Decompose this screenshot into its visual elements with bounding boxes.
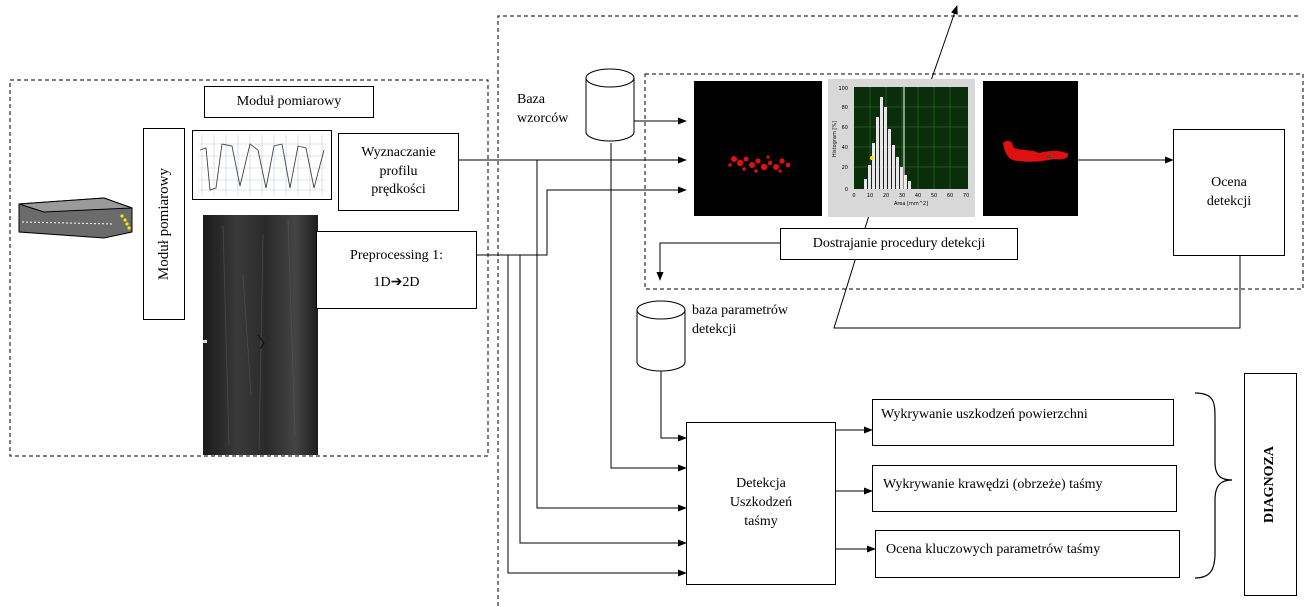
params-db-line1: baza parametrów <box>692 303 788 318</box>
hist-ytick-5: 0 <box>845 187 848 193</box>
params-db-label: baza parametrów detekcji <box>692 302 788 340</box>
hist-xtick-6: 60 <box>947 193 953 199</box>
velocity-profile-line3: prędkości <box>371 182 426 198</box>
damage-detection-line2: Uszkodzeń <box>729 495 793 511</box>
damage-detection-line3: taśmy <box>744 513 778 529</box>
velocity-profile-line2: profilu <box>379 163 418 179</box>
preprocessing-box: Preprocessing 1: 1D➔2D <box>316 231 477 309</box>
output-edge-detection-box: Wykrywanie krawędzi (obrzeże) taśmy <box>872 465 1177 512</box>
damage-detection-box: Detekcja Uszkodzeń taśmy <box>686 422 836 585</box>
velocity-profile-line1: Wyznaczanie <box>361 144 436 160</box>
tuning-label: Dostrajanie procedury detekcji <box>812 235 986 251</box>
hist-xlabel: Area [mm^2] <box>894 201 928 207</box>
pattern-db-line1: Baza <box>517 92 545 107</box>
output-surface-damage-label: Wykrywanie uszkodzeń powierzchni <box>881 407 1088 422</box>
pattern-db-icon <box>585 68 635 142</box>
sensor-device-icon <box>18 197 133 239</box>
measurement-module-label-box: Moduł pomiarowy <box>204 86 374 118</box>
hist-ytick-1: 80 <box>842 105 848 111</box>
hist-xtick-3: 30 <box>899 193 905 199</box>
hist-xtick-1: 10 <box>867 193 873 199</box>
preprocessing-line2: 1D➔2D <box>373 275 420 290</box>
hist-ytick-4: 20 <box>842 165 848 171</box>
diagnosis-label: DIAGNOZA <box>1262 445 1278 523</box>
pattern-db-line2: wzorców <box>517 110 569 126</box>
hist-ytick-3: 40 <box>842 145 848 151</box>
evaluation-box: Ocena detekcji <box>1173 129 1285 256</box>
brace-icon <box>1194 392 1233 579</box>
hist-xtick-0: 0 <box>852 193 855 199</box>
params-db-line2: detekcji <box>692 321 737 337</box>
hist-xtick-2: 20 <box>883 193 889 199</box>
params-db-icon <box>636 300 686 372</box>
hist-ytick-0: 100 <box>838 86 848 92</box>
defect-image-processed <box>983 81 1078 216</box>
signal-plot <box>192 130 332 200</box>
velocity-profile-box: Wyznaczanie profilu prędkości <box>338 133 459 211</box>
processing-frame <box>497 15 1300 606</box>
measurement-module-side-box: Moduł pomiarowy <box>143 128 185 320</box>
evaluation-line2: detekcji <box>1206 193 1252 209</box>
hist-ytick-2: 60 <box>842 125 848 131</box>
preprocessing-line1: Preprocessing 1: <box>350 248 443 264</box>
tuning-box: Dostrajanie procedury detekcji <box>780 228 1018 260</box>
hist-xtick-7: 70 <box>963 193 969 199</box>
measurement-module-title: Moduł pomiarowy <box>236 93 342 109</box>
measurement-frame <box>9 79 489 457</box>
output-parameters-label: Ocena kluczowych parametrów taśmy <box>886 542 1101 557</box>
defect-image-raw <box>694 81 822 216</box>
output-parameters-box: Ocena kluczowych parametrów taśmy <box>875 530 1180 578</box>
detection-frame <box>644 73 1304 290</box>
output-surface-damage-box: Wykrywanie uszkodzeń powierzchni <box>872 399 1174 446</box>
damage-detection-line1: Detekcja <box>736 476 786 492</box>
evaluation-line1: Ocena <box>1211 174 1247 190</box>
hist-ylabel: Histogram [%] <box>832 121 838 157</box>
histogram-panel: 100 80 60 40 20 0 0 10 20 30 40 50 60 70… <box>828 79 975 217</box>
diagnosis-box: DIAGNOZA <box>1244 373 1297 596</box>
belt-image <box>203 215 318 455</box>
measurement-module-side-label: Moduł pomiarowy <box>155 167 172 281</box>
hist-xtick-4: 40 <box>915 193 921 199</box>
pattern-db-label: Baza wzorców <box>517 91 568 129</box>
output-edge-detection-label: Wykrywanie krawędzi (obrzeże) taśmy <box>883 477 1103 492</box>
hist-xtick-5: 50 <box>931 193 937 199</box>
